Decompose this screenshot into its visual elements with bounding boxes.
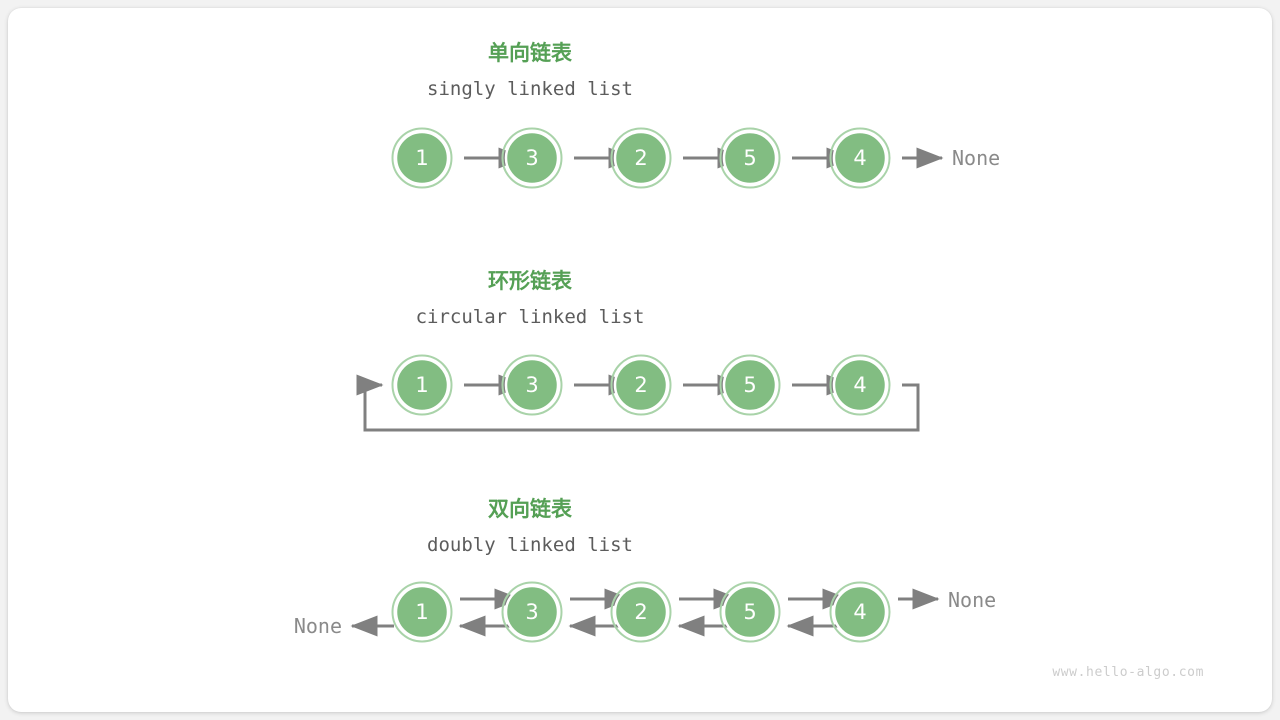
section-title-cn-doubly: 双向链表: [488, 497, 573, 521]
node[interactable]: 5: [719, 581, 781, 643]
node[interactable]: 4: [829, 127, 891, 189]
head-none-label-doubly: None: [294, 614, 342, 638]
node-value: 1: [415, 373, 428, 397]
node[interactable]: 1: [391, 354, 453, 416]
node[interactable]: 2: [610, 581, 672, 643]
section-title-cn-singly: 单向链表: [488, 41, 573, 65]
watermark-label: www.hello-algo.com: [1052, 665, 1204, 680]
section-title-en-singly: singly linked list: [427, 78, 633, 100]
section-title-en-doubly: doubly linked list: [427, 534, 633, 556]
tail-none-label-doubly: None: [948, 588, 996, 612]
node[interactable]: 4: [829, 354, 891, 416]
node[interactable]: 3: [501, 581, 563, 643]
linked-list-diagram: 单向链表 singly linked list 1: [294, 41, 1204, 680]
node-value: 3: [525, 146, 538, 170]
node-value: 5: [743, 373, 756, 397]
node-value: 2: [634, 146, 647, 170]
node[interactable]: 5: [719, 127, 781, 189]
node-value: 4: [853, 373, 866, 397]
node-value: 2: [634, 600, 647, 624]
node-value: 1: [415, 146, 428, 170]
section-circular: 环形链表 circular linked list 1: [356, 269, 920, 432]
node[interactable]: 1: [391, 127, 453, 189]
node[interactable]: 2: [610, 354, 672, 416]
node-value: 4: [853, 600, 866, 624]
section-doubly: 双向链表 doubly linked list: [294, 497, 996, 643]
node[interactable]: 4: [829, 581, 891, 643]
circular-loop-path: [356, 374, 920, 432]
node-value: 4: [853, 146, 866, 170]
node[interactable]: 1: [391, 581, 453, 643]
section-title-cn-circular: 环形链表: [488, 269, 573, 293]
node[interactable]: 3: [501, 127, 563, 189]
section-singly: 单向链表 singly linked list 1: [391, 41, 1000, 189]
diagram-card: 单向链表 singly linked list 1: [8, 8, 1272, 712]
node-value: 3: [525, 600, 538, 624]
node-value: 3: [525, 373, 538, 397]
node[interactable]: 5: [719, 354, 781, 416]
node-value: 5: [743, 146, 756, 170]
node[interactable]: 2: [610, 127, 672, 189]
node-value: 5: [743, 600, 756, 624]
node-value: 1: [415, 600, 428, 624]
node-value: 2: [634, 373, 647, 397]
node[interactable]: 3: [501, 354, 563, 416]
tail-none-label-singly: None: [952, 146, 1000, 170]
section-title-en-circular: circular linked list: [416, 306, 645, 328]
